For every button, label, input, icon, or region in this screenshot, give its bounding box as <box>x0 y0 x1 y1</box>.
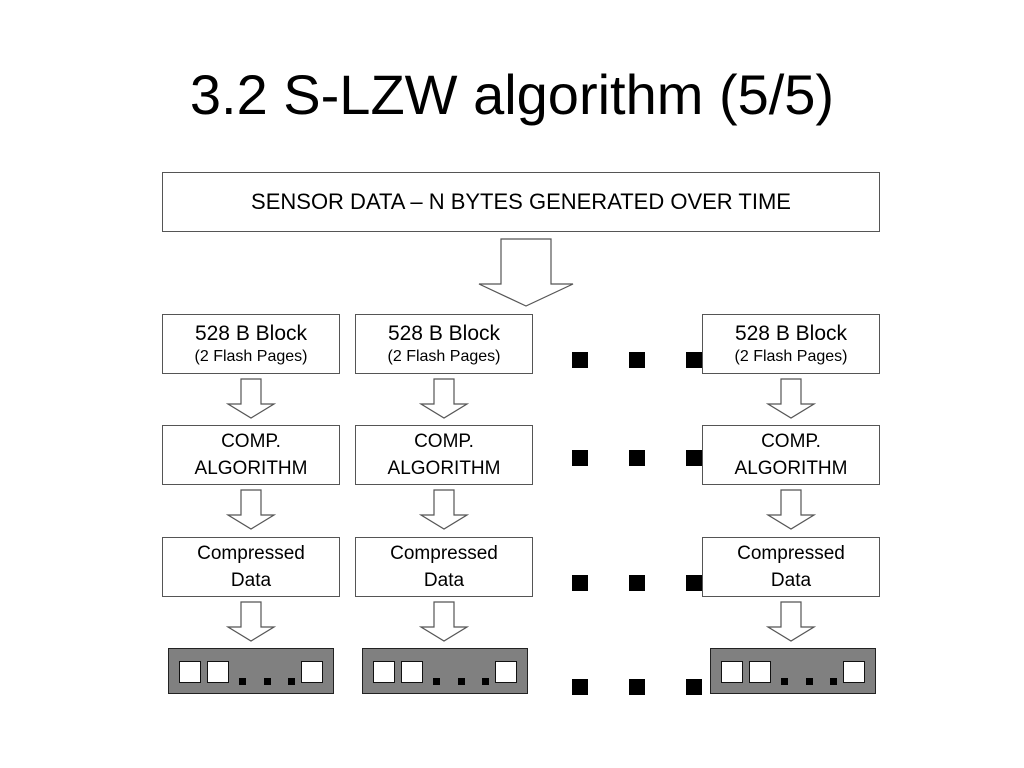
compressed-data-box-2: Compressed Data <box>355 537 533 597</box>
ellipsis-squares-icon <box>572 679 702 695</box>
ellipsis-squares-icon <box>572 575 702 591</box>
block-sublabel: (2 Flash Pages) <box>387 348 501 365</box>
comp-algorithm-box-2: COMP. ALGORITHM <box>355 425 533 485</box>
ellipsis-dots-icon <box>433 663 489 685</box>
flash-storage-1 <box>168 648 334 694</box>
sensor-data-label: SENSOR DATA – N BYTES GENERATED OVER TIM… <box>251 189 791 214</box>
block-box-2: 528 B Block (2 Flash Pages) <box>355 314 533 374</box>
flash-page-cell <box>721 661 743 683</box>
flash-page-cell <box>401 661 423 683</box>
ellipsis-dots-icon <box>781 663 837 685</box>
algorithm-label: ALGORITHM <box>387 458 501 479</box>
compressed-data-box-1: Compressed Data <box>162 537 340 597</box>
ellipsis-squares-icon <box>572 450 702 466</box>
compressed-label: Compressed <box>197 543 305 564</box>
block-label: 528 B Block <box>734 322 848 345</box>
compressed-label: Compressed <box>390 543 498 564</box>
ellipsis-dots-icon <box>239 663 295 685</box>
flash-page-cell <box>843 661 865 683</box>
down-arrow-icon <box>766 489 816 530</box>
down-arrow-icon <box>226 601 276 642</box>
block-label: 528 B Block <box>194 322 308 345</box>
comp-algorithm-box-1: COMP. ALGORITHM <box>162 425 340 485</box>
algorithm-label: ALGORITHM <box>734 458 848 479</box>
down-arrow-icon <box>766 378 816 419</box>
down-arrow-icon <box>226 378 276 419</box>
ellipsis-squares-icon <box>572 352 702 368</box>
compressed-data-box-3: Compressed Data <box>702 537 880 597</box>
data-label: Data <box>230 570 272 591</box>
block-box-1: 528 B Block (2 Flash Pages) <box>162 314 340 374</box>
data-label: Data <box>770 570 812 591</box>
flash-page-cell <box>179 661 201 683</box>
sensor-data-box: SENSOR DATA – N BYTES GENERATED OVER TIM… <box>162 172 880 232</box>
comp-label: COMP. <box>761 431 821 452</box>
flash-page-cell <box>207 661 229 683</box>
down-arrow-icon <box>766 601 816 642</box>
flash-page-cell <box>373 661 395 683</box>
flash-page-cell <box>495 661 517 683</box>
down-arrow-icon <box>419 489 469 530</box>
block-sublabel: (2 Flash Pages) <box>194 348 308 365</box>
block-label: 528 B Block <box>387 322 501 345</box>
down-arrow-icon <box>419 378 469 419</box>
compressed-label: Compressed <box>737 543 845 564</box>
block-sublabel: (2 Flash Pages) <box>734 348 848 365</box>
down-arrow-icon <box>226 489 276 530</box>
comp-algorithm-box-3: COMP. ALGORITHM <box>702 425 880 485</box>
flash-page-cell <box>749 661 771 683</box>
algorithm-label: ALGORITHM <box>194 458 308 479</box>
down-arrow-icon <box>419 601 469 642</box>
flash-page-cell <box>301 661 323 683</box>
block-box-3: 528 B Block (2 Flash Pages) <box>702 314 880 374</box>
comp-label: COMP. <box>414 431 474 452</box>
comp-label: COMP. <box>221 431 281 452</box>
data-label: Data <box>423 570 465 591</box>
flash-storage-3 <box>710 648 876 694</box>
slide-title: 3.2 S-LZW algorithm (5/5) <box>189 63 835 126</box>
flash-storage-2 <box>362 648 528 694</box>
big-down-arrow-icon <box>478 238 574 307</box>
